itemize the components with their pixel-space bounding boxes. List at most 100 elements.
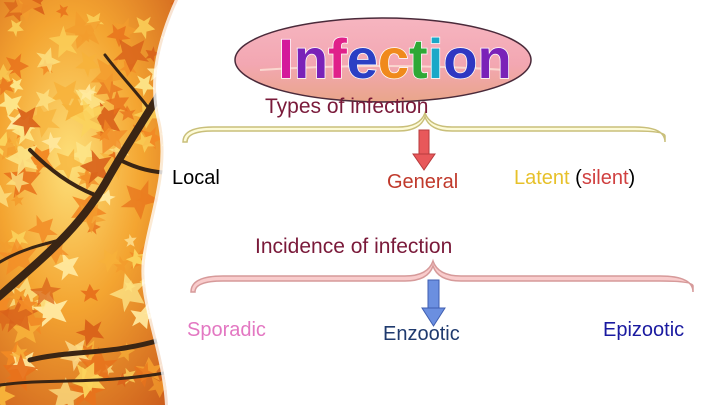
leaf-shape bbox=[134, 132, 156, 153]
leaf-shape bbox=[7, 287, 29, 307]
leaf-shape bbox=[35, 88, 56, 112]
latent-open-paren: ( bbox=[569, 167, 582, 189]
leaf-shape bbox=[17, 307, 47, 335]
leaf-shape bbox=[0, 238, 14, 255]
leaf-shape bbox=[5, 53, 29, 79]
leaf-shape bbox=[134, 74, 156, 97]
leaf-shape bbox=[7, 19, 24, 37]
item-latent: Latent (silent) bbox=[514, 168, 635, 188]
title-letter-7: o bbox=[443, 27, 477, 90]
title-letter-8: n bbox=[477, 27, 511, 90]
item-epizootic: Epizootic bbox=[603, 319, 685, 341]
leaf-shape bbox=[7, 229, 29, 250]
leaf-shape bbox=[9, 344, 28, 364]
latent-close-paren: ) bbox=[628, 167, 636, 189]
leaf-shape bbox=[27, 214, 58, 245]
title-letter-4: c bbox=[378, 27, 409, 90]
leaf-shape bbox=[62, 11, 102, 50]
leaf-shape bbox=[49, 80, 83, 111]
title-letter-0: I bbox=[278, 27, 294, 90]
leaf-shape bbox=[70, 98, 106, 138]
leaf-shape bbox=[84, 12, 105, 31]
leaf-shape bbox=[12, 107, 41, 137]
leaf-shape bbox=[10, 193, 24, 207]
leaf-shape bbox=[10, 114, 36, 139]
leaf-shape bbox=[52, 148, 84, 180]
latent-word: Latent bbox=[514, 167, 570, 189]
leaf-shape bbox=[0, 184, 13, 208]
leaf-shape bbox=[79, 149, 112, 185]
title-infection: Infection bbox=[278, 27, 511, 90]
leaf-shape bbox=[32, 292, 68, 328]
leaf-shape bbox=[115, 372, 131, 388]
leaf-shape bbox=[0, 63, 14, 83]
leaf-shape bbox=[130, 303, 157, 330]
leaf-shape bbox=[117, 342, 136, 362]
leaf-shape bbox=[80, 283, 100, 303]
leaf-shape bbox=[0, 295, 39, 333]
leaf-shape bbox=[106, 24, 131, 48]
item-enzootic: Enzootic bbox=[383, 323, 460, 345]
leaf-shape bbox=[55, 4, 69, 19]
latent-note: silent bbox=[581, 167, 629, 189]
types-heading: Types of infection bbox=[265, 95, 429, 118]
leaf-shape bbox=[112, 255, 130, 273]
title-ellipse bbox=[234, 17, 532, 103]
leaf-shape bbox=[109, 273, 147, 313]
leaf-shape bbox=[120, 180, 161, 220]
leaf-shape bbox=[69, 140, 98, 168]
leaf-shape bbox=[78, 83, 98, 102]
title-letter-2: f bbox=[328, 27, 347, 90]
leaf-shape bbox=[53, 252, 79, 281]
title-letter-1: n bbox=[294, 27, 328, 90]
leaf-shape bbox=[90, 119, 128, 155]
leaf-shape bbox=[0, 91, 23, 117]
leaf-shape bbox=[3, 353, 39, 391]
leaf-shape bbox=[5, 171, 30, 194]
title-letter-5: t bbox=[409, 27, 428, 90]
leaf-shape bbox=[113, 39, 150, 73]
leaf-shape bbox=[41, 131, 62, 154]
leaf-shape bbox=[36, 47, 61, 74]
leaf-shape bbox=[75, 51, 100, 78]
incidence-brace bbox=[190, 258, 694, 293]
leaf-shape bbox=[9, 0, 43, 23]
leaf-shape bbox=[97, 249, 123, 273]
leaf-shape bbox=[72, 362, 104, 392]
down-arrow-icon bbox=[412, 129, 436, 171]
item-sporadic: Sporadic bbox=[187, 319, 266, 341]
leaf-shape bbox=[145, 46, 161, 63]
leaf-shape bbox=[48, 25, 79, 58]
leaf-shape bbox=[133, 16, 156, 40]
title-letter-6: i bbox=[428, 27, 444, 90]
leaf-shape bbox=[0, 76, 14, 96]
leaf-shape bbox=[125, 248, 146, 269]
leaf-shape bbox=[120, 367, 136, 385]
leaf-shape bbox=[77, 166, 100, 191]
leaf-shape bbox=[0, 307, 15, 332]
types-brace bbox=[182, 110, 666, 143]
item-local: Local bbox=[172, 167, 220, 189]
incidence-heading: Incidence of infection bbox=[255, 235, 453, 258]
leaf-shape bbox=[90, 58, 125, 94]
leaf-shape bbox=[105, 90, 130, 116]
title-letter-3: e bbox=[347, 27, 378, 90]
leaf-shape bbox=[75, 319, 105, 347]
leaf-shape bbox=[37, 58, 54, 76]
leaf-shape bbox=[0, 238, 37, 275]
leaf-shape bbox=[30, 276, 62, 307]
leaf-shape bbox=[0, 131, 17, 159]
branches bbox=[0, 53, 178, 387]
leaf-shape bbox=[8, 78, 24, 94]
leaf-shape bbox=[0, 381, 16, 405]
leaf-shape bbox=[16, 293, 38, 315]
down-arrow-icon bbox=[421, 279, 446, 327]
leaf-shape bbox=[102, 364, 115, 377]
item-general: General bbox=[387, 171, 459, 193]
leaf-shape bbox=[10, 315, 41, 344]
leaf-shape bbox=[48, 377, 85, 405]
leaf-shape bbox=[41, 239, 70, 265]
